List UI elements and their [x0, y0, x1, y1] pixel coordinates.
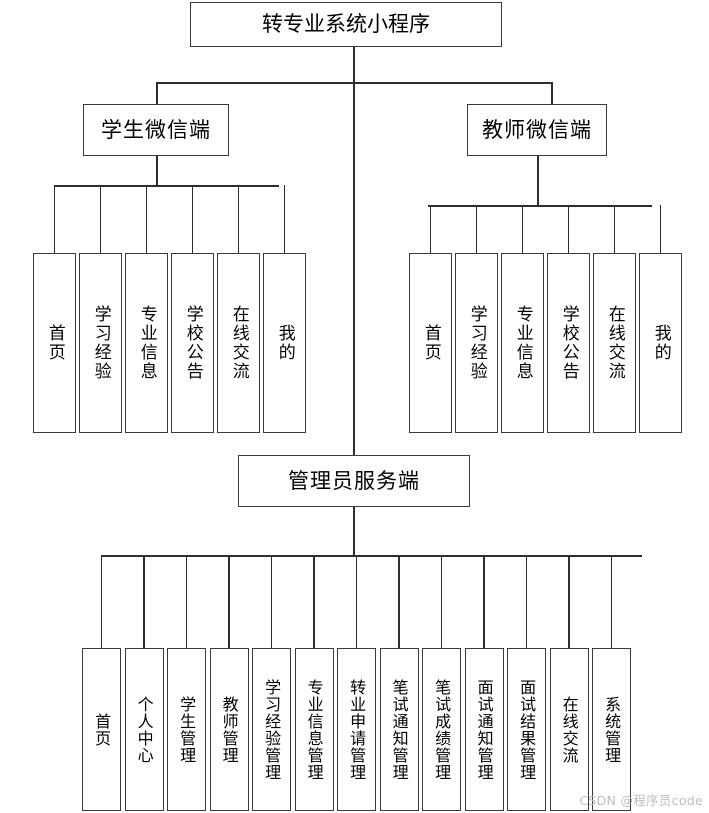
node-student-child[interactable]: 专业信息	[125, 253, 168, 433]
connector-drop-admin-child	[313, 555, 315, 648]
node-admin-child[interactable]: 转业申请管理	[337, 648, 376, 811]
node-teacher-child[interactable]: 学校公告	[547, 253, 590, 433]
connector-drop-admin-child	[270, 555, 273, 648]
connector-drop-student-child	[283, 185, 286, 253]
node-teacher-wechat[interactable]: 教师微信端	[467, 104, 607, 156]
connector-drop-student-child	[53, 185, 56, 253]
connector-student-bus	[55, 185, 279, 187]
node-teacher-child[interactable]: 在线交流	[593, 253, 636, 433]
node-teacher-child[interactable]: 我的	[639, 253, 682, 433]
node-admin-child[interactable]: 专业信息管理	[294, 648, 334, 811]
connector-drop-teacher	[551, 82, 553, 104]
connector-student-stem	[156, 156, 158, 185]
connector-admin-bus	[101, 555, 642, 557]
node-student-child[interactable]: 我的	[263, 253, 306, 433]
connector-drop-student-child	[99, 185, 102, 253]
connector-teacher-stem	[537, 156, 539, 185]
node-admin-child[interactable]: 笔试成绩管理	[422, 648, 461, 811]
node-admin-server[interactable]: 管理员服务端	[238, 455, 470, 507]
connector-drop-teacher-child	[613, 205, 616, 253]
connector-root-to-admin	[353, 47, 355, 455]
connector-drop-teacher-child	[659, 205, 662, 253]
connector-drop-teacher-child	[475, 205, 478, 253]
watermark-label: CSDN @程序员code	[579, 793, 703, 808]
node-admin-child[interactable]: 学生管理	[167, 648, 206, 811]
connector-drop-admin-child	[568, 555, 570, 648]
connector-drop-teacher-child	[567, 205, 570, 253]
node-student-child[interactable]: 学习经验	[79, 253, 122, 433]
node-student-child[interactable]: 学校公告	[171, 253, 214, 433]
connector-admin-stem	[353, 507, 355, 555]
node-admin-child[interactable]: 首页	[82, 648, 121, 811]
node-root-system[interactable]: 转专业系统小程序	[190, 2, 502, 47]
connector-drop-admin-child	[525, 555, 528, 648]
node-student-child[interactable]: 在线交流	[217, 253, 260, 433]
node-admin-child[interactable]: 系统管理	[592, 648, 631, 811]
connector-drop-admin-child	[143, 555, 145, 648]
connector-drop-student	[156, 82, 158, 104]
connector-drop-teacher-child	[429, 205, 432, 253]
connector-drop-admin-child	[100, 555, 103, 648]
connector-drop-student-child	[237, 185, 240, 253]
node-admin-child[interactable]: 在线交流	[549, 648, 589, 811]
node-student-child[interactable]: 首页	[33, 253, 76, 433]
node-teacher-child[interactable]: 学习经验	[455, 253, 498, 433]
connector-drop-admin-child	[483, 555, 485, 648]
node-admin-child[interactable]: 学习经验管理	[252, 648, 291, 811]
node-admin-child[interactable]: 面试结果管理	[507, 648, 546, 811]
connector-drop-student-child	[145, 185, 148, 253]
connector-drop-admin-child	[398, 555, 400, 648]
connector-drop-admin-child	[355, 555, 358, 648]
connector-drop-admin-child	[228, 555, 230, 648]
node-admin-child[interactable]: 教师管理	[209, 648, 249, 811]
connector-teacher-bus	[428, 205, 652, 207]
node-admin-child[interactable]: 笔试通知管理	[379, 648, 419, 811]
node-admin-child[interactable]: 个人中心	[124, 648, 164, 811]
node-student-wechat[interactable]: 学生微信端	[83, 104, 229, 156]
node-teacher-child[interactable]: 首页	[409, 253, 452, 433]
connector-drop-admin-child	[440, 555, 443, 648]
connector-drop-teacher-child	[521, 205, 524, 253]
connector-drop-admin-child	[185, 555, 188, 648]
connector-drop-student-child	[191, 185, 194, 253]
node-admin-child[interactable]: 面试通知管理	[464, 648, 504, 811]
connector-drop-admin-child	[610, 555, 613, 648]
connector-teacher-stem-lower	[537, 185, 539, 205]
node-teacher-child[interactable]: 专业信息	[501, 253, 544, 433]
